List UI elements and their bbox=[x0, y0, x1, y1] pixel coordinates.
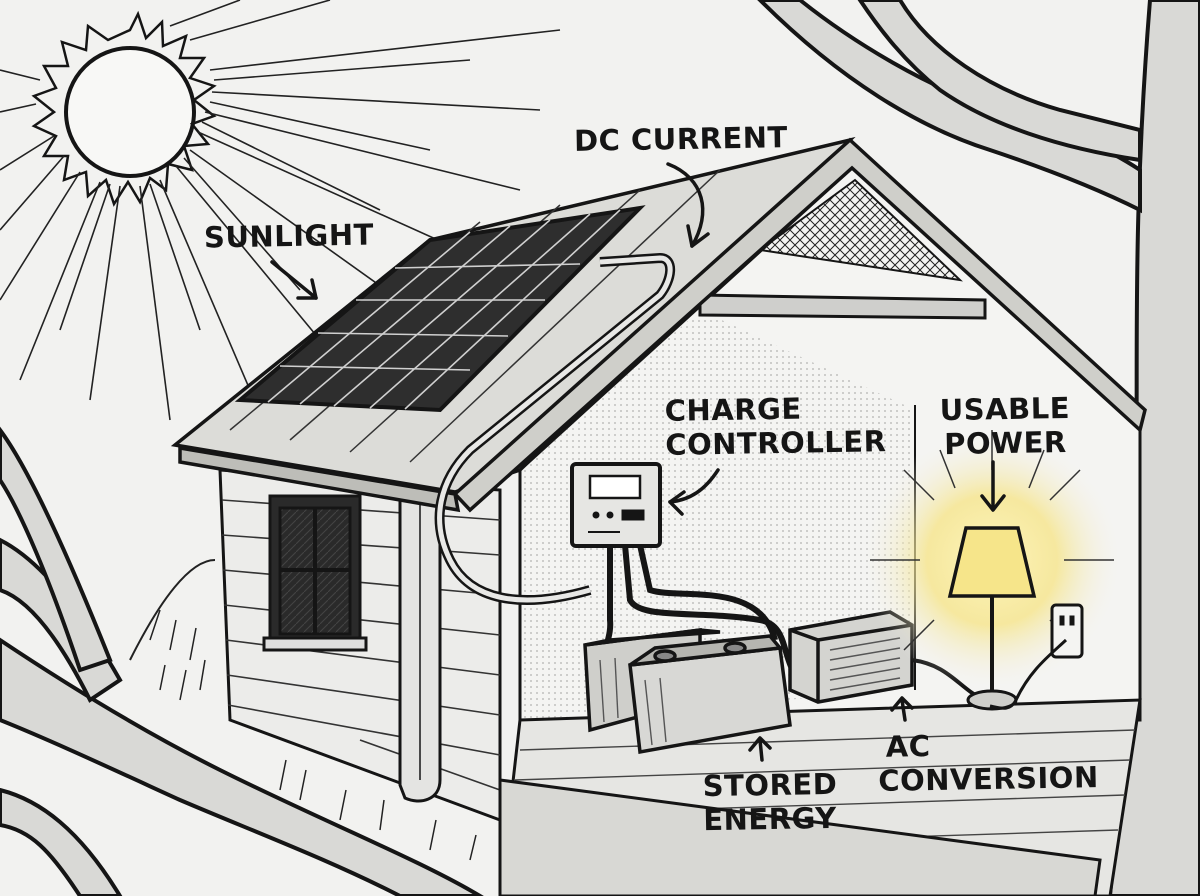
label-ac-conversion: AC CONVERSION bbox=[877, 726, 1099, 798]
charge-controller-icon bbox=[572, 464, 660, 546]
label-dc-current: DC CURRENT bbox=[574, 120, 788, 158]
label-stored-energy: STORED ENERGY bbox=[702, 767, 838, 837]
cabin-window bbox=[264, 496, 366, 650]
label-sunlight: SUNLIGHT bbox=[204, 218, 374, 255]
label-usable-power: USABLE POWER bbox=[939, 391, 1070, 461]
label-charge-controller: CHARGE CONTROLLER bbox=[664, 390, 886, 462]
cabin-exterior bbox=[220, 470, 500, 820]
